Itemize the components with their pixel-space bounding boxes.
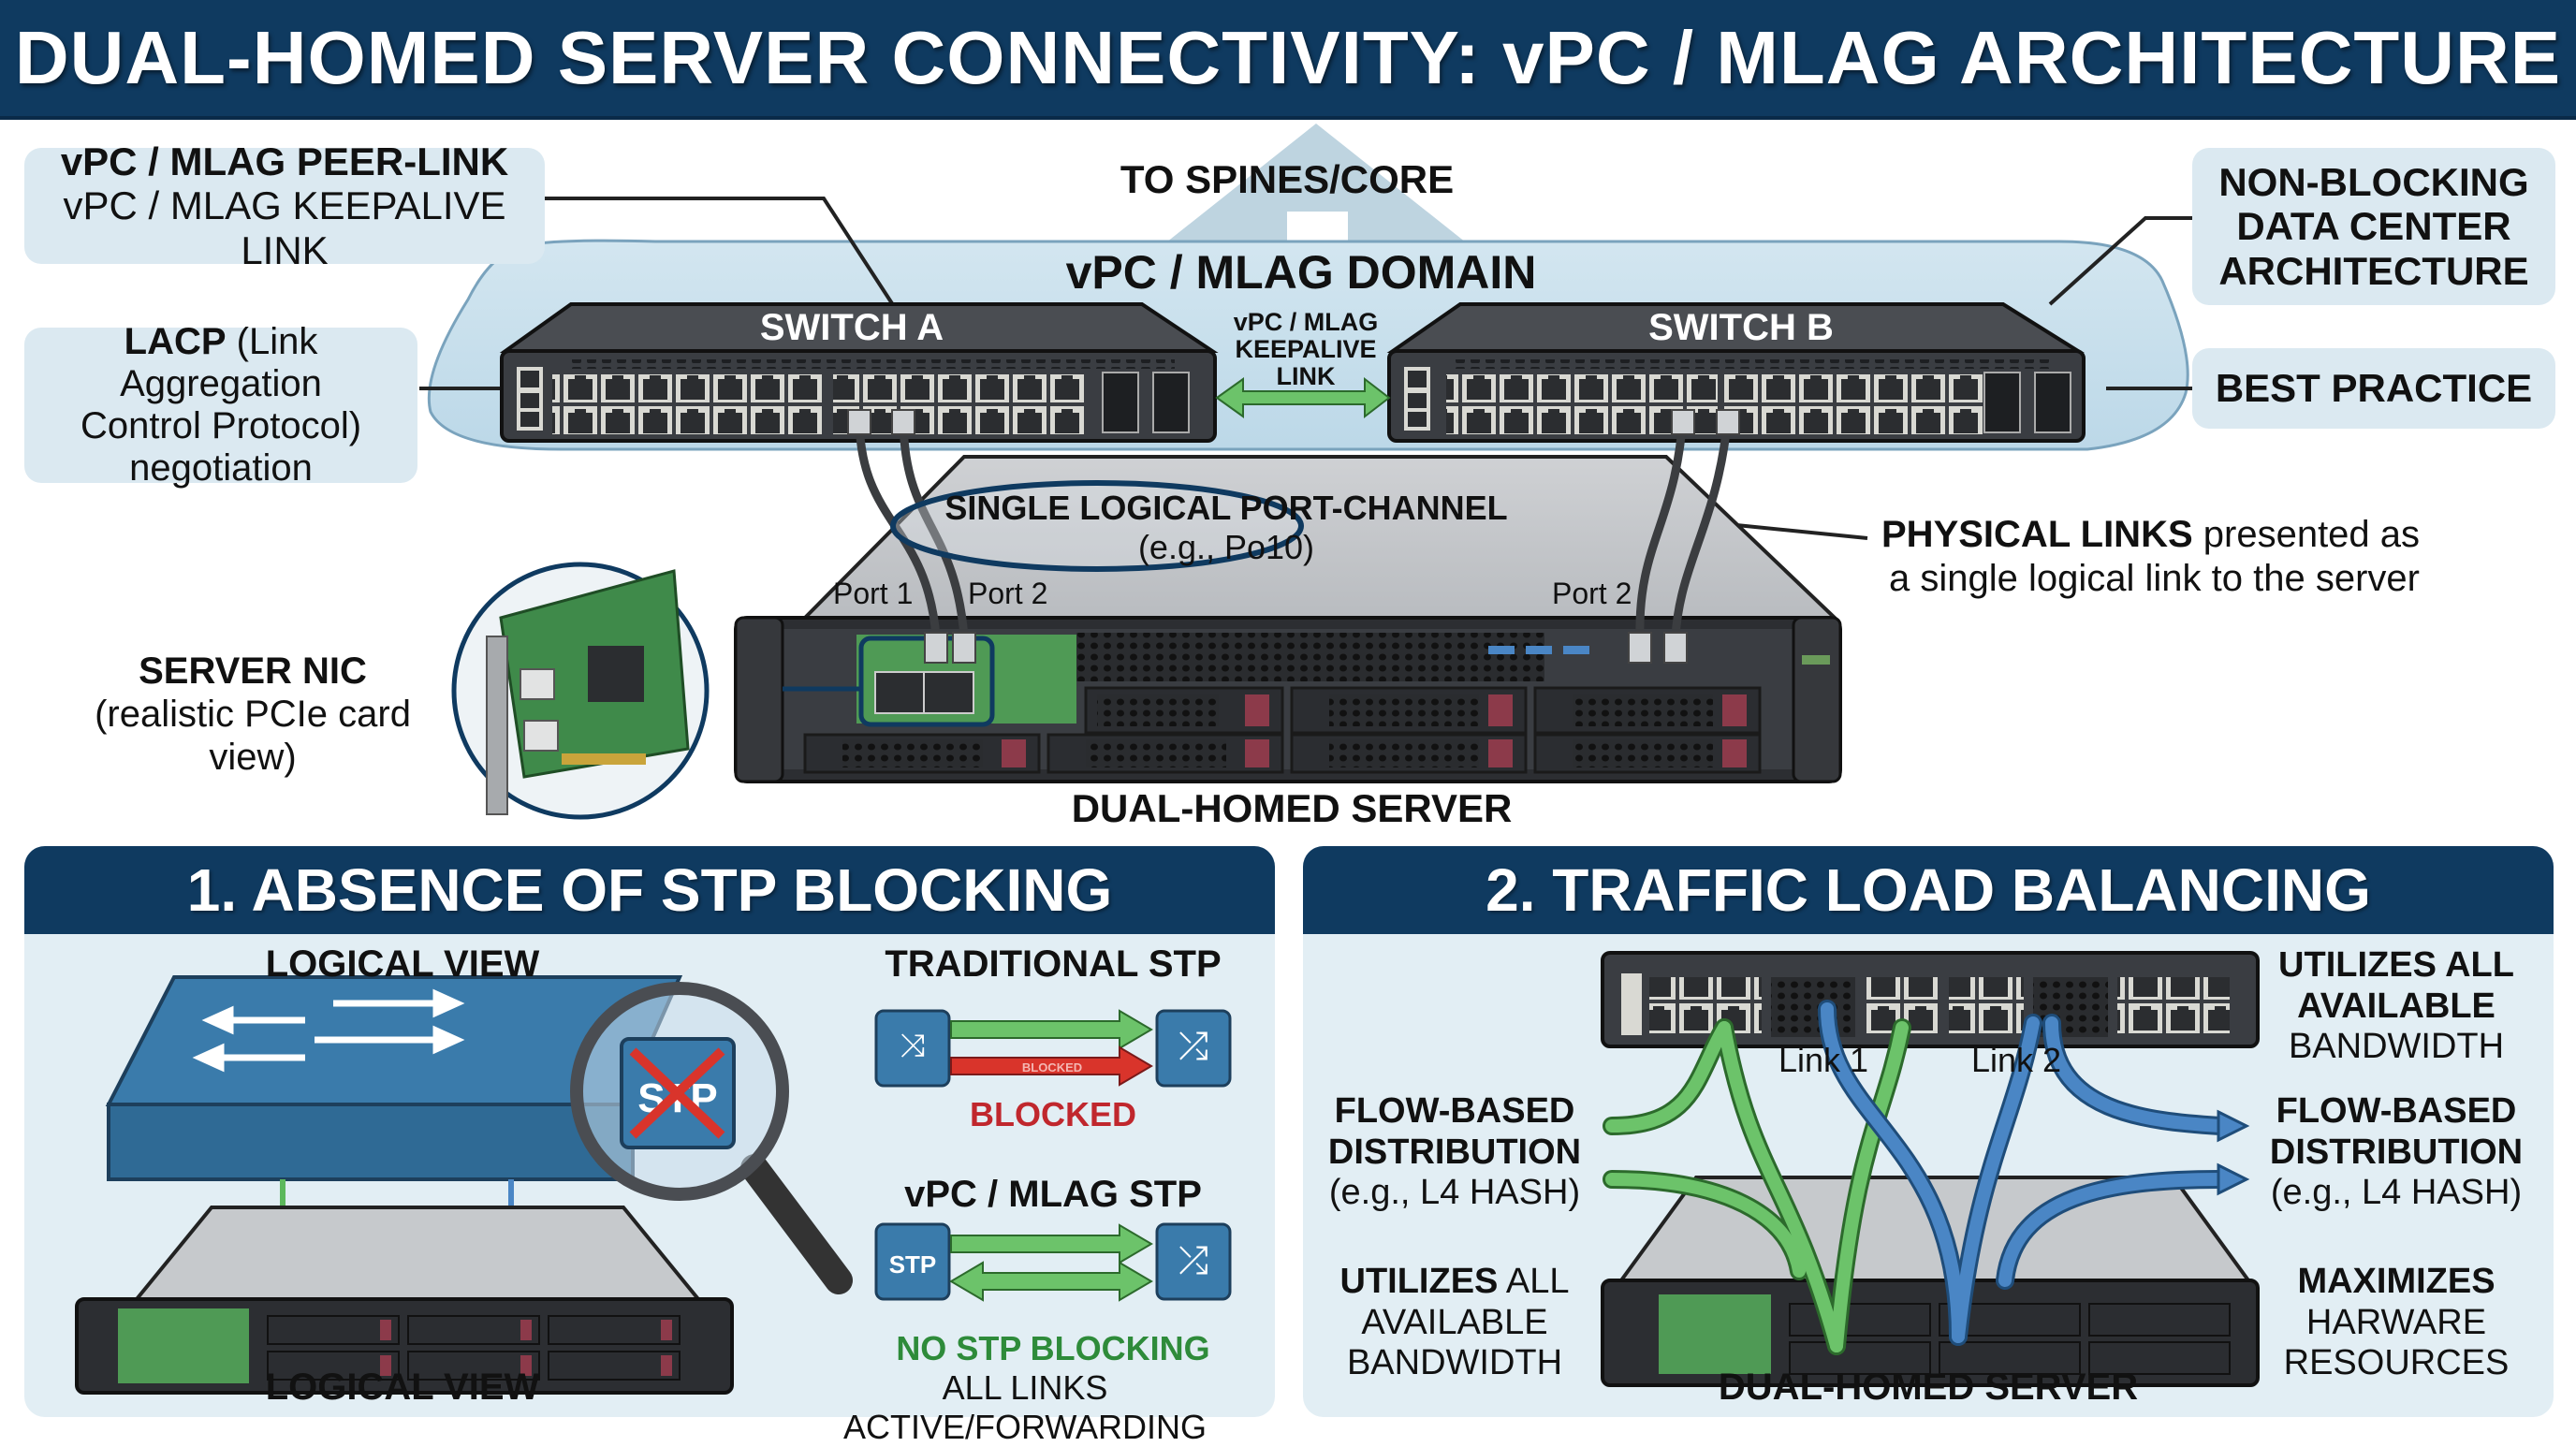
lb-server-label: DUAL-HOMED SERVER <box>1718 1367 2139 1408</box>
topology-diagram <box>419 124 2192 820</box>
active-arrow-2 <box>949 1261 1153 1302</box>
lb-right-bottom-3: RESOURCES <box>2283 1343 2510 1383</box>
server-nic-note: SERVER NIC (realistic PCIe card view) <box>47 650 459 779</box>
keepalive-line-1: vPC / MLAG <box>1233 308 1379 336</box>
physical-cables <box>855 412 1733 641</box>
nonblocking-line-1: NON-BLOCKING <box>2218 160 2529 205</box>
lb-left-top-2: DISTRIBUTION <box>1327 1132 1582 1172</box>
page-title: DUAL-HOMED SERVER CONNECTIVITY: vPC / ML… <box>14 16 2562 99</box>
switch-a <box>499 302 1219 443</box>
shuffle-icon-2: ⤮ <box>1178 1240 1208 1281</box>
server-nic-desc: (realistic PCIe card view) <box>95 694 411 778</box>
lb-right-top-1: UTILIZES ALL <box>2278 945 2514 985</box>
lacp-label: LACP <box>124 321 227 363</box>
lb-left-bottom-all: ALL <box>1505 1262 1570 1301</box>
server-label: DUAL-HOMED SERVER <box>1071 786 1513 830</box>
port-channel-example: (e.g., Po10) <box>1137 528 1315 566</box>
keepalive-line-3: LINK <box>1276 362 1336 391</box>
lb-right-top: UTILIZES ALL AVAILABLE BANDWIDTH <box>2256 945 2537 1068</box>
callout-lacp: LACP (Link Aggregation Control Protocol)… <box>24 321 417 489</box>
lb-left-bottom-bold: UTILIZES <box>1339 1262 1499 1301</box>
svg-text:⤨: ⤨ <box>900 1028 925 1063</box>
link-1-label: Link 1 <box>1778 1041 1869 1079</box>
blocked-arrow-label: BLOCKED <box>1022 1060 1082 1074</box>
no-stp-blocking-status: NO STP BLOCKING <box>896 1329 1210 1367</box>
stp-diagram: STP ⤨ ⤮ BLOCKED STP ⤮ <box>75 975 1232 1395</box>
domain-label: vPC / MLAG DOMAIN <box>1065 246 1537 299</box>
forwarding-arrow <box>950 1009 1153 1050</box>
lb-left-top-1: FLOW-BASED <box>1334 1091 1575 1131</box>
blocked-status: BLOCKED <box>970 1095 1136 1133</box>
blocked-arrow <box>950 1045 1153 1087</box>
port-channel-label: SINGLE LOGICAL PORT-CHANNEL (e.g., Po10) <box>936 489 1516 567</box>
physical-links-text-2: a single logical link to the server <box>1889 558 2420 600</box>
lb-right-bottom-2: HARWARE <box>2305 1302 2487 1342</box>
traditional-stp-title: TRADITIONAL STP <box>885 943 1222 985</box>
port-channel-title: SINGLE LOGICAL PORT-CHANNEL <box>944 489 1508 527</box>
logical-view-top-label: LOGICAL VIEW <box>265 943 540 985</box>
physical-links-text-1: presented as <box>2203 514 2421 555</box>
link-2-label: Link 2 <box>1971 1041 2062 1079</box>
lb-right-mid-1: FLOW-BASED <box>2276 1091 2517 1131</box>
lb-right-mid: FLOW-BASED DISTRIBUTION (e.g., L4 HASH) <box>2256 1091 2537 1214</box>
callout-peer-link: vPC / MLAG PEER-LINK vPC / MLAG KEEPALIV… <box>24 139 545 272</box>
traffic-arrows-icon <box>192 988 465 1073</box>
active-arrow-1 <box>950 1223 1153 1264</box>
shuffle-icon: ⤮ <box>1178 1026 1208 1067</box>
nonblocking-line-2: DATA CENTER <box>2236 204 2511 249</box>
leader-nonblocking <box>2048 216 2192 306</box>
switch-icon-right-1 <box>1155 1009 1232 1088</box>
logical-view-bottom-label: LOGICAL VIEW <box>265 1367 540 1408</box>
lb-left-bottom: UTILIZES ALL AVAILABLE BANDWIDTH <box>1314 1262 1595 1384</box>
lb-right-top-2: AVAILABLE <box>2297 986 2496 1026</box>
lb-right-top-3: BANDWIDTH <box>2288 1027 2505 1067</box>
dual-homed-server <box>734 455 1842 783</box>
lb-right-bottom-1: MAXIMIZES <box>2297 1262 2496 1301</box>
lb-left-top-3: (e.g., L4 HASH) <box>1328 1173 1581 1213</box>
lb-right-mid-3: (e.g., L4 HASH) <box>2270 1173 2523 1213</box>
keepalive-line-2: KEEPALIVE <box>1235 335 1377 364</box>
port-2-label-b: Port 2 <box>1552 577 1632 610</box>
vpc-stp-title: vPC / MLAG STP <box>904 1174 1202 1215</box>
nonblocking-line-3: ARCHITECTURE <box>2218 248 2529 293</box>
to-spines-label: TO SPINES/CORE <box>1120 157 1455 201</box>
switch-b-label: SWITCH B <box>1648 307 1834 348</box>
leader-physical-links <box>1726 522 1868 540</box>
switch-b <box>1386 302 2086 443</box>
lacp-desc-1: (Link Aggregation <box>120 321 322 405</box>
stp-switch-icon <box>874 1222 951 1301</box>
callout-nonblocking: NON-BLOCKING DATA CENTER ARCHITECTURE <box>2192 148 2555 305</box>
lb-left-top: FLOW-BASED DISTRIBUTION (e.g., L4 HASH) <box>1314 1091 1595 1214</box>
physical-links-note: PHYSICAL LINKS presented as a single log… <box>1881 513 2420 601</box>
panel-stp-heading: 1. ABSENCE OF STP BLOCKING <box>24 846 1275 934</box>
keepalive-arrow <box>1215 376 1391 419</box>
peer-link-label: vPC / MLAG PEER-LINK <box>60 139 509 184</box>
lb-right-mid-2: DISTRIBUTION <box>2269 1132 2524 1172</box>
all-links-active-note: ALL LINKS ACTIVE/FORWARDING <box>842 1368 1208 1446</box>
lb-right-bottom: MAXIMIZES HARWARE RESOURCES <box>2256 1262 2537 1384</box>
keepalive-link-label: vPC / MLAG KEEPALIVE LINK <box>63 183 506 272</box>
load-balancing-diagram <box>1601 951 2260 1387</box>
best-practice-label: BEST PRACTICE <box>2215 366 2533 411</box>
callout-best-practice: BEST PRACTICE <box>2192 348 2555 429</box>
title-banner: DUAL-HOMED SERVER CONNECTIVITY: vPC / ML… <box>0 0 2576 120</box>
physical-links-bold: PHYSICAL LINKS <box>1881 514 2193 555</box>
port-channel-ellipse <box>890 480 1304 572</box>
lacp-desc-2: Control Protocol) <box>80 405 362 446</box>
lacp-desc-3: negotiation <box>129 446 313 489</box>
switch-a-label: SWITCH A <box>759 307 944 348</box>
keepalive-label: vPC / MLAG KEEPALIVE LINK <box>1208 308 1404 391</box>
port-2-label: Port 2 <box>968 577 1048 610</box>
server-nic-title: SERVER NIC <box>139 650 367 692</box>
leader-peer-link <box>545 197 900 315</box>
lb-left-bottom-2: AVAILABLE <box>1361 1302 1548 1342</box>
stp-switch-badge: STP <box>889 1250 937 1279</box>
switch-icon-right-2 <box>1155 1222 1232 1301</box>
nic-magnifier <box>451 562 710 820</box>
magnifier-icon: STP <box>570 982 853 1294</box>
port-1-label: Port 1 <box>833 577 914 610</box>
switch-icon-left-1 <box>874 1009 951 1088</box>
lb-left-bottom-3: BANDWIDTH <box>1346 1343 1563 1383</box>
panel-lb-heading: 2. TRAFFIC LOAD BALANCING <box>1303 846 2554 934</box>
